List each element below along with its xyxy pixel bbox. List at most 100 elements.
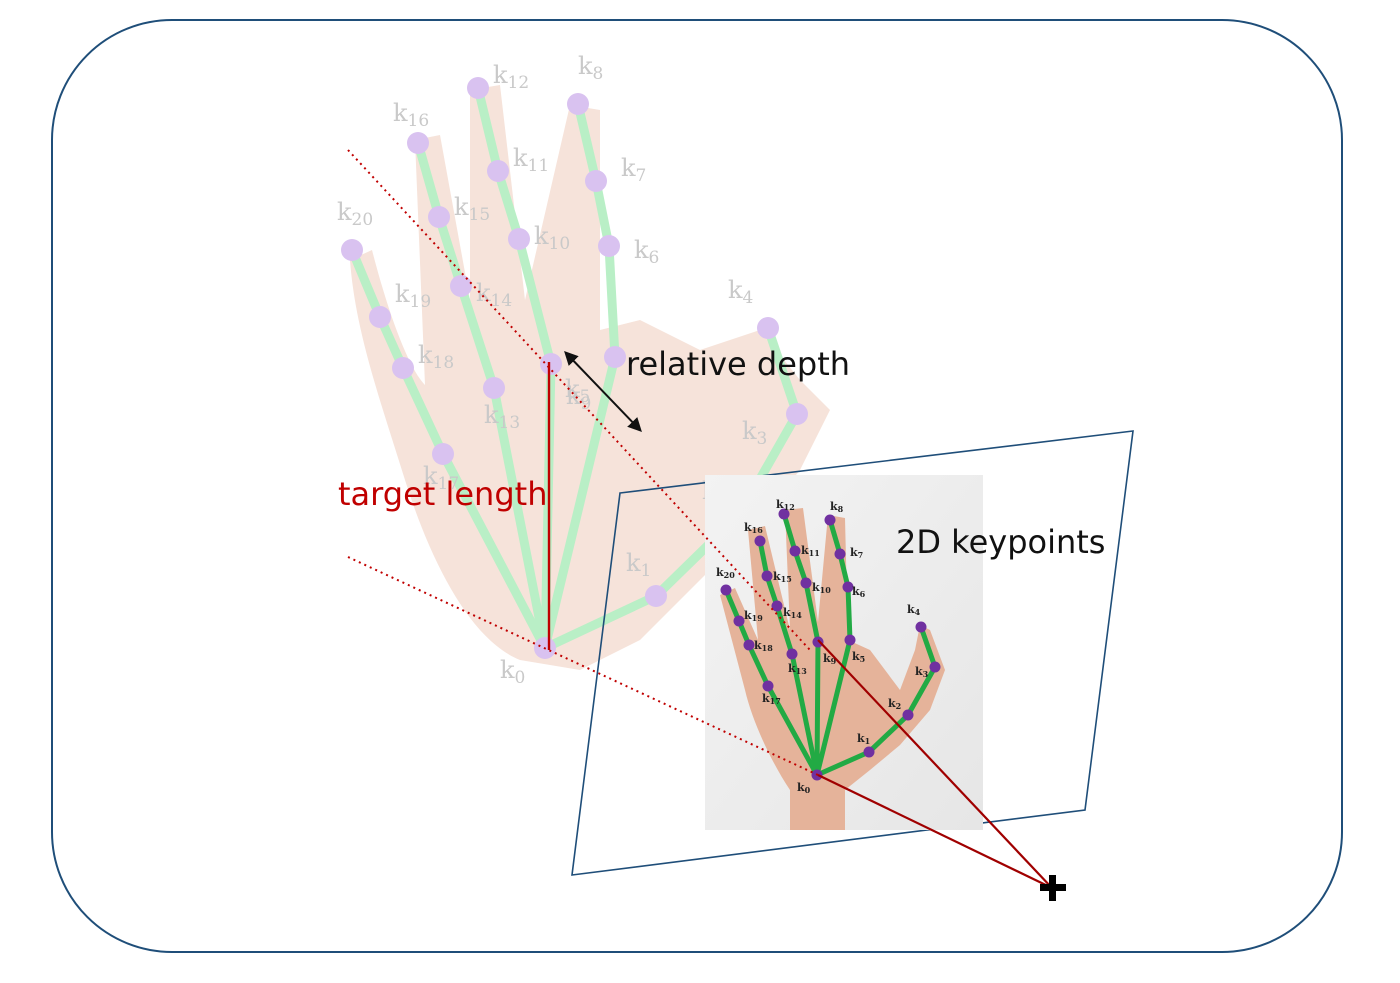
faded-label-k11: k11 <box>513 144 549 176</box>
photo-bone-9-10 <box>803 580 821 645</box>
photo-bone-6-7 <box>837 551 851 590</box>
photo-joint-k5 <box>844 634 856 646</box>
photo-label-k10: k10 <box>812 581 831 595</box>
photo-label-k4: k4 <box>907 603 921 617</box>
faded-joint-k19 <box>369 306 391 328</box>
projection-ray-lower <box>347 556 819 776</box>
faded-label-k19: k19 <box>395 280 431 312</box>
image-plane <box>571 430 1134 876</box>
faded-joint-k9 <box>540 353 562 375</box>
photo-joint-k10 <box>800 577 812 589</box>
faded-bone-14-15 <box>434 212 466 291</box>
photo-label-k9: k9 <box>823 652 837 666</box>
photo-joint-k15 <box>761 570 773 582</box>
hand-photo-skin <box>720 508 945 830</box>
photo-label-k17: k17 <box>762 692 781 706</box>
photo-label-k5: k5 <box>852 650 865 664</box>
photo-label-k7: k7 <box>850 546 863 560</box>
keypoints-2d-label: 2D keypoints <box>896 523 1105 561</box>
faded-label-k1: k1 <box>626 549 651 581</box>
photo-label-k20: k20 <box>716 566 735 580</box>
faded-bone-15-16 <box>413 138 444 222</box>
faded-label-k20: k20 <box>337 198 373 230</box>
photo-bone-0-17 <box>765 683 820 778</box>
faded-bone-0-13 <box>489 383 550 653</box>
photo-bone-2-3 <box>905 664 938 718</box>
photo-hand-joints <box>720 508 941 781</box>
relative-depth-arrow <box>564 350 642 433</box>
faded-bone-0-1 <box>540 591 661 653</box>
faded-joint-k6 <box>598 235 620 257</box>
photo-label-k13: k13 <box>788 662 807 676</box>
faded-label-k3: k3 <box>742 417 767 449</box>
faded-bone-5-6 <box>604 241 620 362</box>
faded-bone-13-14 <box>456 281 499 393</box>
faded-label-k18: k18 <box>418 341 454 373</box>
target-length-label: target length <box>338 475 547 513</box>
photo-label-k0: k0 <box>797 781 811 795</box>
faded-label-k0: k0 <box>500 656 525 688</box>
photo-label-k6: k6 <box>852 585 866 599</box>
faded-label-k13: k13 <box>484 401 520 433</box>
faded-joint-k5 <box>604 346 626 368</box>
photo-joint-k9 <box>812 636 824 648</box>
photo-joint-k3 <box>929 661 941 673</box>
photo-joint-k2 <box>902 709 914 721</box>
faded-bone-17-18 <box>398 363 448 459</box>
photo-joint-k7 <box>834 548 846 560</box>
faded-joint-k1 <box>645 585 667 607</box>
photo-bone-19-20 <box>723 587 742 624</box>
photo-label-k3: k3 <box>915 665 929 679</box>
faded-label-k12: k12 <box>493 61 529 93</box>
photo-bone-5-6 <box>845 584 853 643</box>
faded-joint-k18 <box>392 357 414 379</box>
photo-bone-17-18 <box>746 642 771 689</box>
faded-joint-k16 <box>407 132 429 154</box>
photo-joint-k14 <box>771 600 783 612</box>
faded-bone-10-11 <box>493 166 524 244</box>
photo-bone-10-11 <box>792 548 809 586</box>
faded-bone-6-7 <box>591 176 614 251</box>
faded-joint-k14 <box>450 275 472 297</box>
photo-joint-k16 <box>754 535 766 547</box>
photo-label-k16: k16 <box>744 521 763 535</box>
photo-bone-0-9 <box>814 639 821 778</box>
faded-joint-k7 <box>585 170 607 192</box>
photo-bone-11-12 <box>781 511 798 554</box>
faded-label-k16: k16 <box>393 99 429 131</box>
faded-label-k7: k7 <box>621 154 646 186</box>
faded-bone-19-20 <box>347 245 385 322</box>
photo-hand-keypoint-labels: k0k1k2k3k4k5k6k7k8k9k10k11k12k13k14k15k1… <box>716 498 929 795</box>
photo-label-k1: k1 <box>857 732 870 746</box>
faded-joint-k12 <box>467 77 489 99</box>
faded-label-k10: k10 <box>534 222 570 254</box>
photo-bone-1-2 <box>866 712 911 755</box>
photo-joint-k8 <box>824 514 836 526</box>
faded-joint-k8 <box>567 93 589 115</box>
photo-bone-3-4 <box>918 624 938 670</box>
faded-label-k8: k8 <box>578 52 603 84</box>
photo-bone-13-14 <box>774 603 795 657</box>
photo-label-k19: k19 <box>744 609 763 623</box>
faded-bone-11-12 <box>473 83 503 176</box>
faded-joint-k3 <box>786 403 808 425</box>
faded-joint-k15 <box>428 206 450 228</box>
photo-label-k11: k11 <box>801 544 820 558</box>
photo-joint-k18 <box>743 639 755 651</box>
photo-joint-k17 <box>762 680 774 692</box>
photo-joint-k13 <box>786 648 798 660</box>
faded-label-k4: k4 <box>728 276 753 308</box>
photo-label-k2: k2 <box>888 697 901 711</box>
photo-joint-k6 <box>842 581 854 593</box>
photo-joint-k19 <box>733 615 745 627</box>
faded-joint-k11 <box>487 160 509 182</box>
photo-joint-k12 <box>778 508 790 520</box>
faded-joint-k20 <box>341 239 363 261</box>
camera-ray-upper <box>817 639 1053 889</box>
plus-icon <box>1040 875 1066 901</box>
relative-depth-label: relative depth <box>626 345 850 383</box>
faded-joint-k17 <box>432 443 454 465</box>
faded-label-k17: k17 <box>423 462 459 494</box>
photo-label-k12: k12 <box>776 498 795 512</box>
